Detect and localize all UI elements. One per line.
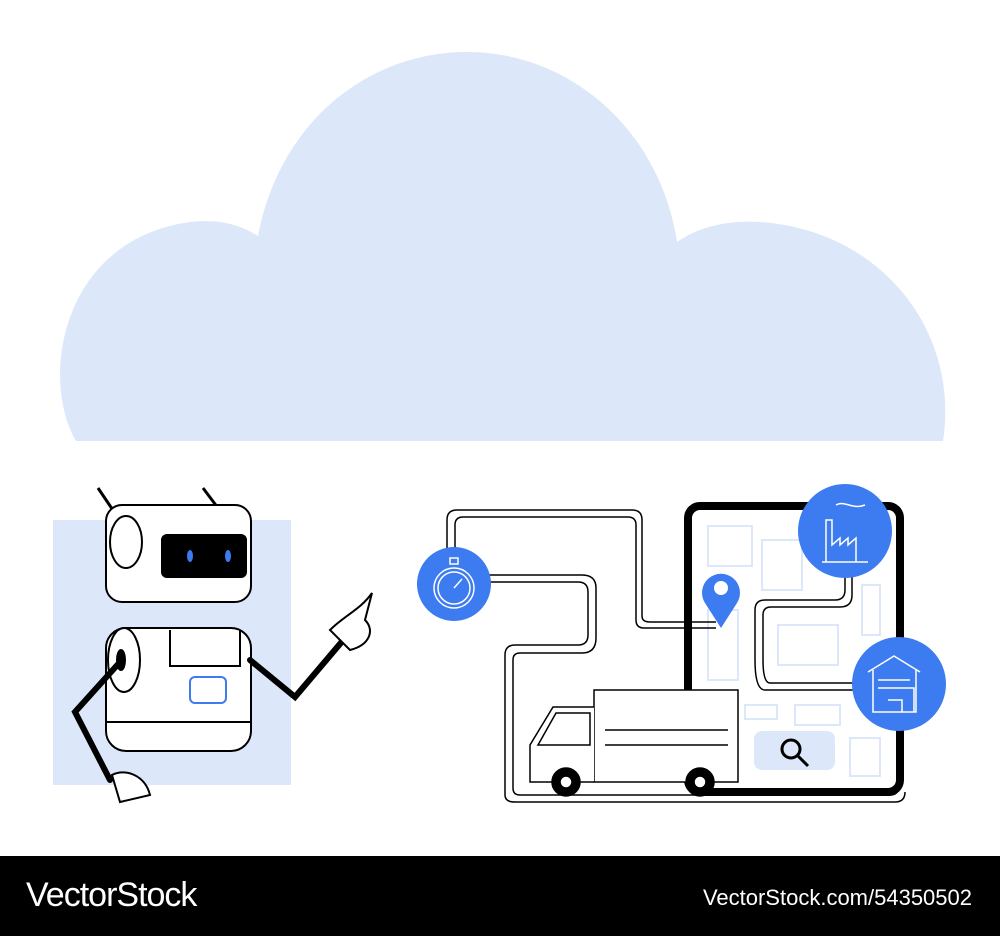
cloud-shape [60, 52, 946, 441]
location-pin-icon [702, 573, 740, 628]
stopwatch-icon [417, 547, 491, 621]
robot [53, 487, 373, 804]
illustration [53, 52, 946, 804]
footer-watermark-bar: VectorStock VectorStock.com/54350502 [0, 856, 1000, 936]
brand-logo-text: VectorStock [26, 876, 197, 914]
map-scene [417, 484, 946, 803]
search-icon [780, 738, 810, 768]
truck-icon [529, 689, 739, 797]
image-reference: VectorStock.com/54350502 [702, 885, 972, 910]
factory-icon [798, 484, 892, 578]
warehouse-icon [852, 637, 946, 731]
